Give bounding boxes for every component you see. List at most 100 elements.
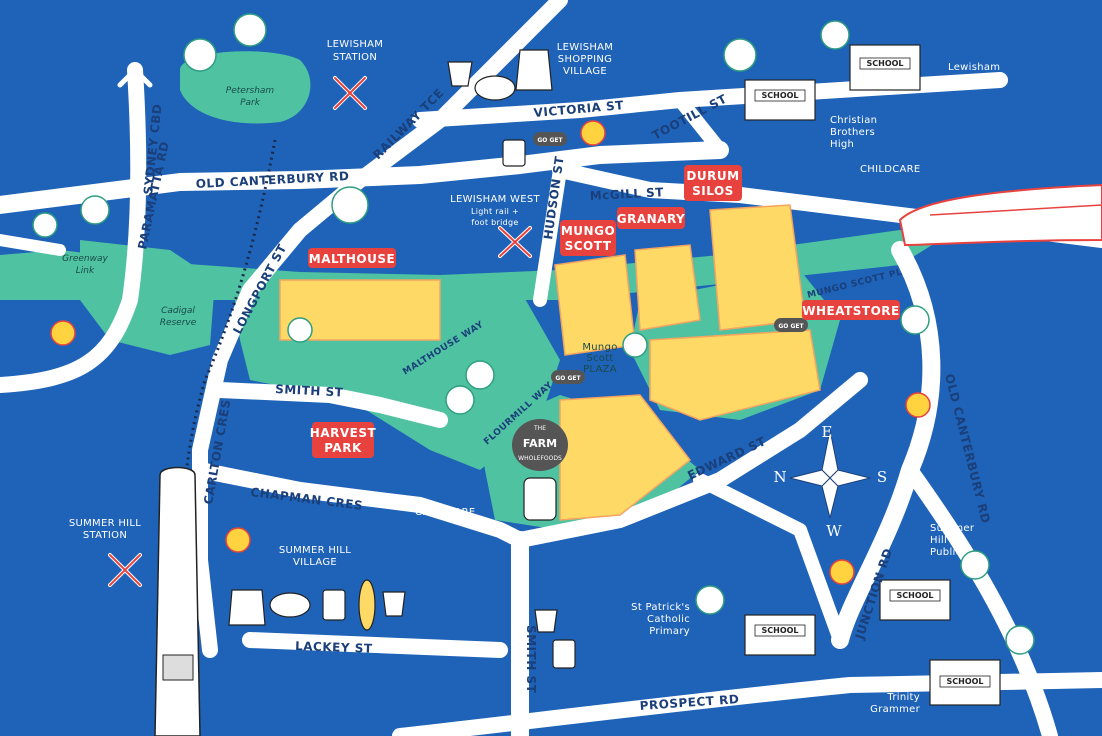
svg-text:SUMMER HILL: SUMMER HILL bbox=[279, 545, 351, 556]
shopping-bag-icon bbox=[515, 49, 553, 91]
svg-text:WHEATSTORE: WHEATSTORE bbox=[802, 304, 899, 318]
school-buildings: SCHOOL SCHOOL SCHOOL SCHOOL SCHOOL bbox=[744, 44, 1001, 706]
coffee-cup-icon bbox=[322, 589, 346, 621]
road-label-old-canterbury-rd-east: OLD CANTERBURY RD bbox=[942, 372, 993, 525]
svg-text:Public: Public bbox=[930, 547, 961, 558]
svg-text:Hill: Hill bbox=[930, 535, 947, 546]
svg-text:High: High bbox=[830, 139, 854, 150]
svg-text:VILLAGE: VILLAGE bbox=[293, 557, 337, 568]
svg-text:Public: Public bbox=[948, 74, 979, 85]
svg-text:DURUM: DURUM bbox=[686, 169, 739, 183]
place-labels: LEWISHAM STATION LEWISHAM SHOPPING VILLA… bbox=[62, 39, 1000, 715]
svg-text:SCHOOL: SCHOOL bbox=[866, 59, 903, 68]
malthouse-building bbox=[279, 279, 441, 341]
mungo-scott-building bbox=[554, 254, 636, 356]
tag-granary: GRANARY bbox=[617, 207, 685, 229]
svg-text:SHOPPING: SHOPPING bbox=[558, 54, 612, 65]
heavy-rail-train-icon bbox=[154, 466, 201, 736]
coffee-cup-icon bbox=[502, 139, 526, 167]
compass-n: N bbox=[773, 468, 786, 486]
svg-text:Cadigal: Cadigal bbox=[161, 306, 195, 316]
farm-wholefoods-sign: THE FARM WHOLEFOODS bbox=[512, 419, 568, 521]
svg-text:VILLAGE: VILLAGE bbox=[563, 66, 607, 77]
tree-cluster bbox=[32, 13, 1035, 655]
svg-text:Summer: Summer bbox=[930, 523, 975, 534]
wheatstore-building bbox=[649, 329, 821, 421]
svg-text:Brothers: Brothers bbox=[830, 127, 875, 138]
svg-text:Link: Link bbox=[76, 266, 95, 276]
go-get-car-share-icon: GO GET GO GET GO GET bbox=[533, 132, 808, 384]
tag-wheatstore: WHEATSTORE bbox=[802, 300, 900, 320]
svg-text:Primary: Primary bbox=[649, 626, 690, 637]
road-label-smith-st-west: SMITH ST bbox=[275, 382, 344, 400]
svg-text:MALTHOUSE: MALTHOUSE bbox=[309, 252, 395, 266]
svg-text:SUMMER HILL: SUMMER HILL bbox=[69, 518, 141, 529]
svg-text:GRANARY: GRANARY bbox=[617, 212, 685, 226]
svg-text:St Patrick's: St Patrick's bbox=[631, 602, 690, 613]
svg-text:foot bridge: foot bridge bbox=[471, 218, 518, 227]
tag-malthouse: MALTHOUSE bbox=[308, 248, 396, 268]
light-rail-train-icon bbox=[898, 183, 1102, 247]
sydney-cbd-arrow-icon bbox=[117, 67, 153, 88]
wine-glass-icon bbox=[534, 609, 558, 633]
svg-text:SCHOOL: SCHOOL bbox=[761, 91, 798, 100]
svg-text:STATION: STATION bbox=[333, 52, 377, 63]
svg-text:FARM: FARM bbox=[523, 437, 557, 450]
svg-text:SCHOOL: SCHOOL bbox=[946, 677, 983, 686]
svg-text:Reserve: Reserve bbox=[160, 318, 197, 328]
school-lewisham-public: SCHOOL bbox=[849, 44, 921, 91]
farm-building bbox=[559, 394, 692, 521]
svg-text:Light rail +: Light rail + bbox=[471, 207, 519, 216]
railway-crossing-accent-icon bbox=[109, 77, 531, 586]
highlight-labels: MALTHOUSE MUNGO SCOTT GRANARY DURUM SILO… bbox=[308, 165, 900, 458]
svg-text:Catholic: Catholic bbox=[647, 614, 690, 625]
compass-s: S bbox=[877, 468, 887, 486]
svg-text:Christian: Christian bbox=[830, 115, 877, 126]
svg-text:PLAZA: PLAZA bbox=[583, 364, 617, 375]
svg-text:MUNGO: MUNGO bbox=[561, 224, 615, 238]
svg-text:GO GET: GO GET bbox=[778, 323, 804, 330]
svg-text:Park: Park bbox=[240, 98, 261, 108]
svg-text:Grammer: Grammer bbox=[870, 704, 920, 715]
road-label-smith-st-south: SMITH ST bbox=[524, 625, 538, 694]
tag-mungo-scott: MUNGO SCOTT bbox=[560, 220, 616, 256]
svg-text:Mungo: Mungo bbox=[582, 342, 617, 353]
road-label-mcgill-st: McGILL ST bbox=[589, 185, 664, 203]
baguette-icon bbox=[358, 579, 376, 631]
svg-text:SCOTT: SCOTT bbox=[565, 239, 612, 253]
noodle-bowl-icon bbox=[269, 592, 311, 618]
wine-glass-icon bbox=[447, 61, 473, 87]
granary-building bbox=[634, 244, 701, 331]
road-label-lackey-st: LACKEY ST bbox=[295, 639, 373, 656]
svg-text:SILOS: SILOS bbox=[692, 184, 734, 198]
tag-harvest-park: HARVEST PARK bbox=[310, 422, 377, 458]
svg-text:CHILDCARE: CHILDCARE bbox=[415, 507, 476, 518]
svg-text:LEWISHAM: LEWISHAM bbox=[557, 42, 613, 53]
svg-text:HARVEST: HARVEST bbox=[310, 426, 377, 440]
greenway-park-band bbox=[0, 230, 940, 300]
durum-silos-building bbox=[709, 204, 806, 331]
coffee-cup-icon bbox=[552, 639, 576, 669]
petersham-park-area bbox=[180, 51, 311, 124]
school-trinity-grammer: SCHOOL bbox=[929, 659, 1001, 706]
svg-text:GO GET: GO GET bbox=[555, 375, 581, 382]
svg-text:Lewisham: Lewisham bbox=[948, 62, 1000, 73]
svg-text:WHOLEFOODS: WHOLEFOODS bbox=[518, 455, 562, 462]
tag-durum-silos: DURUM SILOS bbox=[684, 165, 742, 201]
svg-text:SCHOOL: SCHOOL bbox=[896, 591, 933, 600]
svg-text:LEWISHAM WEST: LEWISHAM WEST bbox=[450, 194, 540, 205]
noodle-bowl-icon bbox=[474, 75, 516, 101]
svg-text:Scott: Scott bbox=[586, 353, 613, 364]
school-st-patricks: SCHOOL bbox=[744, 614, 816, 656]
svg-text:Petersham: Petersham bbox=[226, 86, 275, 96]
svg-text:LEWISHAM: LEWISHAM bbox=[327, 39, 383, 50]
school-christian-brothers: SCHOOL bbox=[744, 79, 816, 121]
svg-text:PARK: PARK bbox=[324, 441, 362, 455]
cafe-icons bbox=[228, 49, 576, 669]
compass-rose-icon: E N S W bbox=[773, 423, 887, 540]
svg-text:Greenway: Greenway bbox=[62, 254, 108, 264]
compass-w: W bbox=[826, 522, 842, 540]
bus-stop-icon bbox=[50, 120, 931, 585]
jar-icon bbox=[523, 477, 557, 521]
